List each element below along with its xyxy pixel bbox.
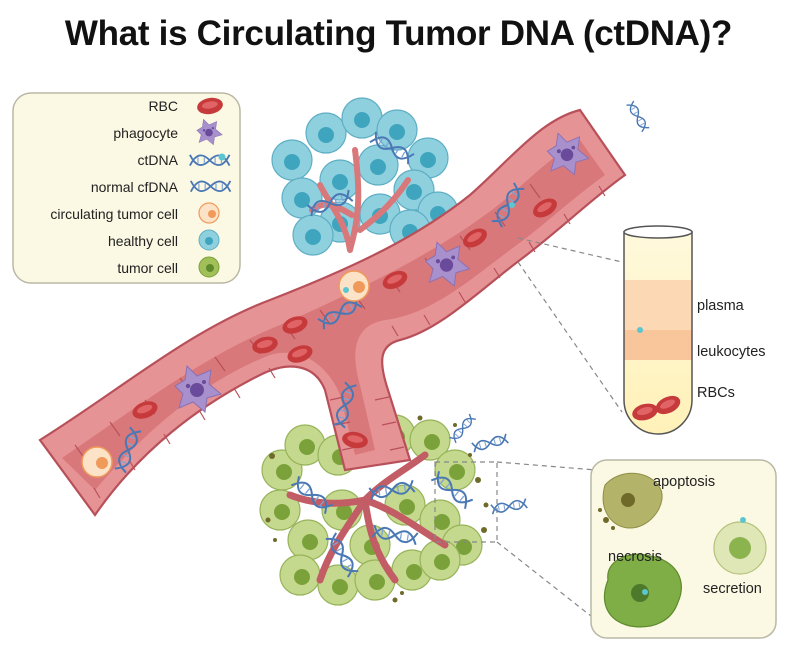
legend-icons — [189, 95, 232, 278]
healthy-cell-icon — [198, 229, 220, 251]
legend-label-rbc: RBC — [148, 98, 178, 114]
legend-box — [12, 92, 241, 284]
legend-labels: RBC phagocyte ctDNA normal cfDNA circula… — [50, 98, 178, 276]
label-necrosis: necrosis — [608, 549, 662, 565]
legend-label-ctc: circulating tumor cell — [50, 206, 178, 222]
legend-label-tumor-cell: tumor cell — [117, 260, 178, 276]
legend-label-healthy-cell: healthy cell — [108, 233, 178, 249]
diagram-title: What is Circulating Tumor DNA (ctDNA)? — [64, 14, 733, 53]
legend-label-phagocyte: phagocyte — [113, 125, 178, 141]
legend-label-cfdna: normal cfDNA — [91, 179, 179, 195]
label-apoptosis: apoptosis — [653, 474, 715, 490]
tube-label-leukocytes: leukocytes — [697, 344, 766, 360]
ctdna-icon — [189, 153, 231, 167]
tube-label-rbcs: RBCs — [697, 385, 735, 401]
ctc-icon — [198, 202, 220, 224]
tumor-cell-icon — [198, 256, 220, 278]
callout-lines — [434, 237, 623, 621]
tube-labels: plasma leukocytes RBCs — [697, 298, 766, 401]
release-mechanisms-inset — [471, 432, 777, 639]
label-secretion: secretion — [703, 581, 762, 597]
healthy-tissue-cluster — [271, 97, 459, 256]
tumor-tissue-cluster — [259, 414, 489, 606]
tube-label-plasma: plasma — [697, 298, 745, 314]
blood-vessel — [38, 108, 627, 517]
mechanism-labels: apoptosis necrosis secretion — [608, 474, 762, 597]
legend-label-ctdna: ctDNA — [138, 152, 179, 168]
blood-test-tube — [448, 100, 693, 444]
